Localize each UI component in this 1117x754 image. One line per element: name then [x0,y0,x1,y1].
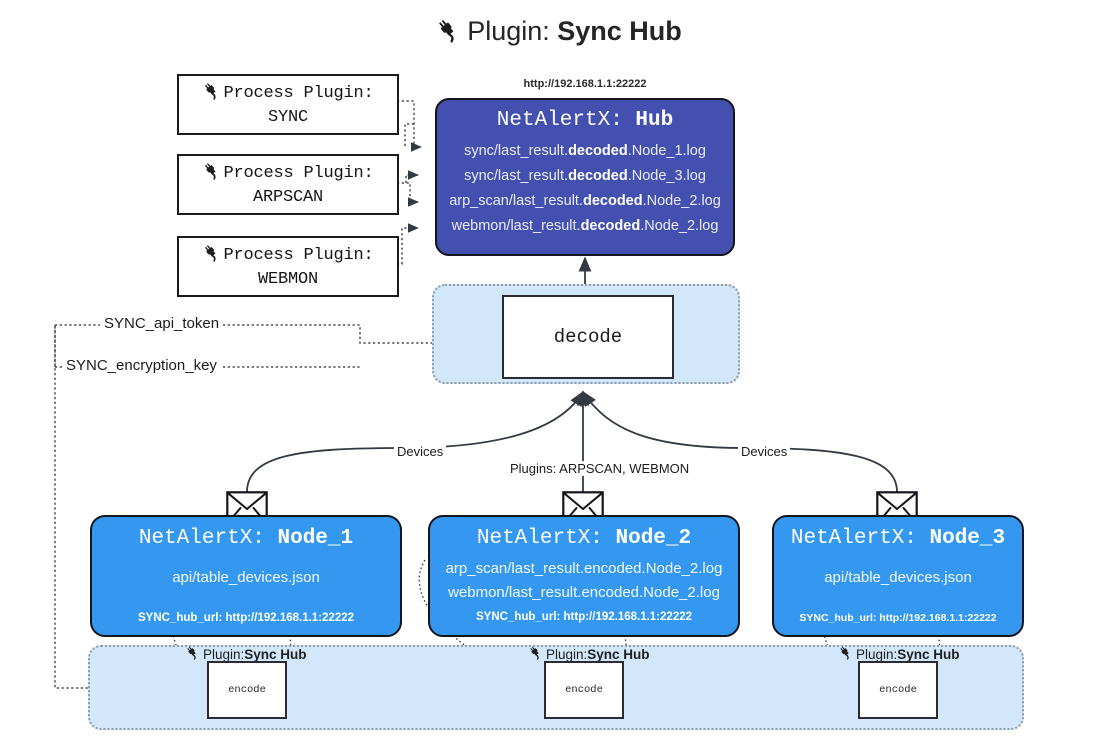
plugin-instance-label-2: Plugin: Sync Hub [528,645,650,663]
encode-box-3[interactable]: encode [858,661,938,719]
decode-box[interactable]: decode [502,295,674,379]
node-title: NetAlertX: Node_3 [790,527,1006,550]
hub-title-prefix: NetAlertX: [496,109,636,132]
hub-log-row: sync/last_result.decoded.Node_1.log [464,143,706,159]
hub-title: NetAlertX: Hub [437,109,733,132]
plugin-instance-label-1: Plugin: Sync Hub [185,645,307,663]
plug-icon [202,81,221,108]
node-row: api/table_devices.json [824,569,972,586]
encode-box-2[interactable]: encode [544,661,624,719]
hub-url-label: http://192.168.1.1:22222 [523,78,647,90]
process-plugin-name: SYNC [267,107,308,127]
process-plugin-arpscan[interactable]: Process Plugin: ARPSCAN [177,154,399,215]
plug-icon [202,161,221,188]
page-title: Plugin: Sync Hub [0,16,1117,50]
node-hub-url: SYNC_hub_url: http://192.168.1.1:22222 [475,610,693,623]
hub-log-row: sync/last_result.decoded.Node_3.log [464,167,706,184]
edge-label-plugins: Plugins: ARPSCAN, WEBMON [507,461,693,476]
node-row: arp_scan/last_result.encoded.Node_2.log [445,560,723,577]
hub-title-name: Hub [635,109,674,132]
hub-log-list: sync/last_result.decoded.Node_1.log sync… [437,139,733,239]
hub-log-row: webmon/last_result.decoded.Node_2.log [451,217,719,234]
node-3[interactable]: NetAlertX: Node_3 api/table_devices.json… [772,515,1024,637]
process-plugin-name: WEBMON [257,269,318,289]
plug-icon [435,17,461,50]
node-title: NetAlertX: Node_2 [476,527,692,550]
hub-log-row: arp_scan/last_result.decoded.Node_2.log [449,192,721,209]
process-plugin-label: Process Plugin: [223,163,374,183]
node-hub-url: SYNC_hub_url: http://192.168.1.1:22222 [137,612,355,625]
page-title-name: Sync Hub [557,16,682,46]
plugin-instance-label-3: Plugin: Sync Hub [838,645,960,663]
node-row: api/table_devices.json [172,569,320,586]
page-title-prefix: Plugin: [467,16,558,46]
sync-api-token-label: SYNC_api_token [100,315,224,332]
process-plugin-name: ARPSCAN [252,187,323,207]
plug-icon [202,243,221,270]
node-1[interactable]: NetAlertX: Node_1 api/table_devices.json… [90,515,402,637]
edge-label-devices-right: Devices [738,444,791,459]
node-2[interactable]: NetAlertX: Node_2 arp_scan/last_result.e… [428,515,740,637]
encode-box-1[interactable]: encode [207,661,287,719]
hub-node[interactable]: NetAlertX: Hub sync/last_result.decoded.… [435,98,735,256]
process-plugin-webmon[interactable]: Process Plugin: WEBMON [177,236,399,297]
node-hub-url: SYNC_hub_url: http://192.168.1.1:22222 [799,612,997,625]
plug-icon [528,645,543,663]
sync-encryption-key-label: SYNC_encryption_key [62,357,221,374]
plug-icon [185,645,200,663]
node-title: NetAlertX: Node_1 [138,527,354,550]
plug-icon [838,645,853,663]
process-plugin-label: Process Plugin: [223,245,374,265]
edge-label-devices-left: Devices [394,444,447,459]
process-plugin-sync[interactable]: Process Plugin: SYNC [177,74,399,135]
process-plugin-label: Process Plugin: [223,83,374,103]
node-row: webmon/last_result.encoded.Node_2.log [448,584,720,602]
